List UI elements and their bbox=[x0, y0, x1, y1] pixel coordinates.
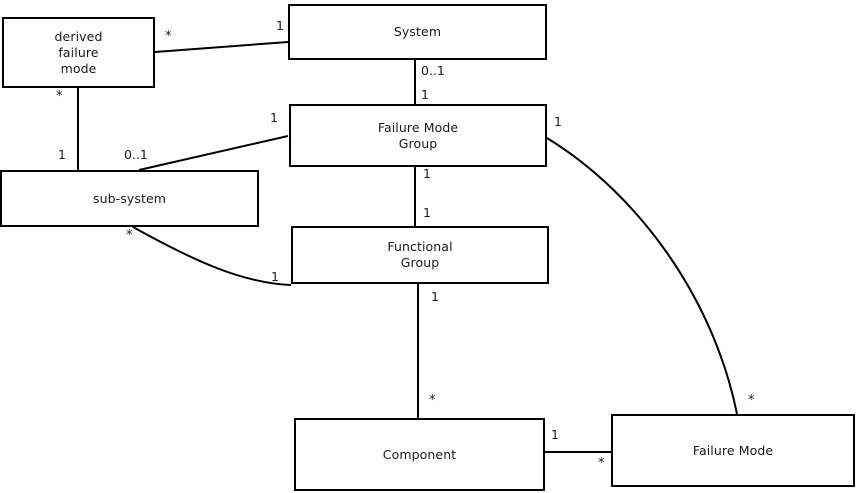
class-box-system[interactable]: System bbox=[288, 4, 547, 60]
class-box-component[interactable]: Component bbox=[294, 418, 545, 491]
multiplicity-label-mult-system-to-dfm-one: 1 bbox=[276, 18, 284, 33]
class-name-system: System bbox=[393, 24, 442, 39]
multiplicity-label-mult-system-to-fmg-zero-one: 0..1 bbox=[421, 63, 445, 78]
class-name-component: Component bbox=[382, 446, 457, 462]
multiplicity-label-mult-fg-to-subsystem-one: 1 bbox=[271, 269, 279, 284]
class-box-sub-system[interactable]: sub-system bbox=[0, 170, 259, 227]
multiplicity-label-mult-component-to-fg-star: * bbox=[429, 393, 436, 408]
class-name-functional-group: Functional Group bbox=[387, 239, 453, 270]
multiplicity-label-mult-fm-to-fmg-star: * bbox=[748, 393, 755, 408]
class-box-failure-mode[interactable]: Failure Mode bbox=[611, 414, 855, 487]
multiplicity-label-mult-fmg-to-fm-one: 1 bbox=[554, 114, 562, 129]
multiplicity-label-mult-fg-to-component-one: 1 bbox=[431, 289, 439, 304]
class-name-derived-failure-mode: derived failure mode bbox=[54, 28, 103, 76]
association-failure-mode-group-failure-mode bbox=[546, 137, 738, 415]
multiplicity-label-mult-fmg-to-system-one: 1 bbox=[421, 87, 429, 102]
class-box-functional-group[interactable]: Functional Group bbox=[291, 226, 549, 284]
multiplicity-label-mult-fmg-to-fg-one: 1 bbox=[423, 166, 431, 181]
class-name-failure-mode: Failure Mode bbox=[692, 442, 774, 458]
multiplicity-label-mult-component-to-fm-one: 1 bbox=[551, 427, 559, 442]
association-sub-system-failure-mode-group bbox=[138, 135, 289, 171]
multiplicity-label-mult-subsystem-to-fmg-zero-one: 0..1 bbox=[124, 147, 148, 162]
class-name-sub-system: sub-system bbox=[92, 190, 167, 206]
class-box-failure-mode-group[interactable]: Failure Mode Group bbox=[289, 104, 547, 167]
association-sub-system-functional-group bbox=[132, 226, 292, 286]
multiplicity-label-mult-fm-to-component-star: * bbox=[598, 456, 605, 471]
class-name-failure-mode-group: Failure Mode Group bbox=[377, 119, 459, 151]
multiplicity-label-mult-dfm-to-subsystem-star: * bbox=[56, 89, 63, 104]
multiplicity-label-mult-fmg-to-subsystem-one: 1 bbox=[270, 110, 278, 125]
multiplicity-label-mult-fg-to-fmg-one: 1 bbox=[423, 205, 431, 220]
multiplicity-label-mult-dfm-to-system-star: * bbox=[165, 29, 172, 44]
multiplicity-label-mult-subsystem-to-dfm-one: 1 bbox=[58, 147, 66, 162]
class-box-derived-failure-mode[interactable]: derived failure mode bbox=[2, 17, 155, 88]
multiplicity-label-mult-subsystem-to-fg-star: * bbox=[126, 228, 133, 243]
association-derived-failure-mode-system bbox=[154, 41, 289, 53]
